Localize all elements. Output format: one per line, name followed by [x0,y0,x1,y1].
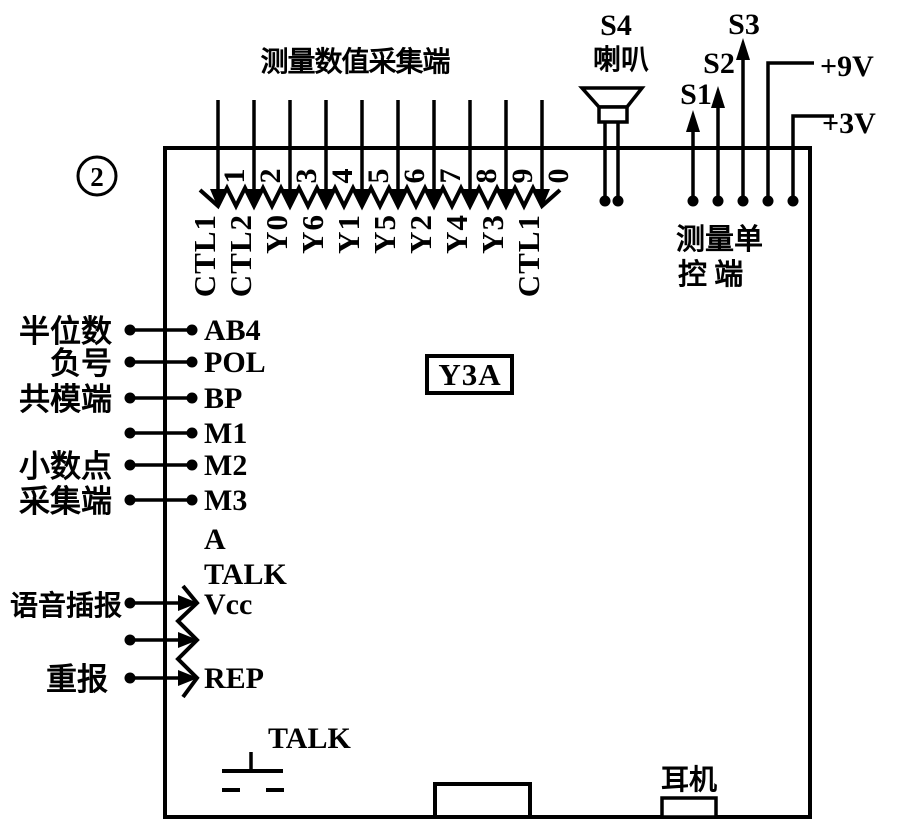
top-pin-label: Y6 [295,214,330,254]
voice-pin-lines [130,601,182,680]
figure-number: 2 [90,162,104,192]
bottom-connector [433,782,532,819]
earphone-label: 耳机 [661,764,717,796]
left-pin-dots [124,324,198,506]
top-pin-label: Y2 [403,214,438,254]
left-pin-label: M2 [204,449,247,482]
repeat-pin-label: REP [204,662,264,695]
top-pin-labels: CTL1 CTL2 Y0 Y6 Y1 Y5 Y2 Y4 Y3 CTL1 [187,214,546,297]
top-pin-number: 5 [362,169,395,184]
speaker-ref: S4 [600,9,632,42]
top-pin-label: CTL2 [223,214,258,297]
plus3v-label: +3V [822,107,876,140]
s3-label: S3 [728,8,760,41]
left-pin-label: BP [204,382,242,415]
speaker-label: 喇叭 [593,44,649,76]
top-pin-label: Y1 [331,214,366,254]
chip-label: Y3A [438,357,501,392]
left-cn-label: 共模端 [19,382,112,417]
voice-pin-label: Vcc [204,588,252,621]
left-pin-label-talk: TALK [204,558,287,591]
voice-pin-arrowheads [178,595,198,686]
power-dots [762,195,799,207]
left-pin-label: POL [204,346,266,379]
left-pin-lines [130,328,192,502]
top-pin-number: 8 [470,169,503,184]
control-dots [687,195,749,207]
left-cn-label: 负号 [50,346,112,381]
chip-label-box: Y3A [425,354,514,395]
plus9v-label: +9V [820,50,874,83]
top-pin-number: 1 [218,169,251,184]
top-pin-number: 0 [542,169,575,184]
top-bus-title: 测量数值采集端 [260,46,450,78]
meas-ctrl-caption-line2: 控 端 [678,258,743,291]
repeat-cn-label: 重报 [46,662,108,697]
s1-label: S1 [680,78,712,111]
speaker-icon [578,86,646,207]
left-pin-label: M3 [204,484,247,517]
figure-number-badge: 2 [76,155,118,197]
top-pin-number: 6 [398,169,431,184]
top-pin-number: 7 [434,169,467,184]
top-pin-number: 3 [290,169,323,184]
left-pin-label: M1 [204,417,247,450]
top-pin-number: 9 [506,169,539,184]
left-cn-label: 半位数 [19,314,112,349]
top-pin-label: Y3 [475,214,510,254]
control-arrowheads [686,38,750,132]
top-pin-lines [216,100,544,200]
left-pin-label: AB4 [204,314,261,347]
power-wires [766,61,834,199]
earphone-jack [660,796,718,819]
left-zigzag [175,584,200,699]
top-pin-label: CTL1 [187,214,222,297]
top-pin-label: Y4 [439,214,474,254]
top-pin-label: Y5 [367,214,402,254]
top-pin-label: Y0 [259,214,294,254]
s2-label: S2 [703,47,735,80]
left-cn-label: 小数点 [19,449,112,484]
voice-pin-dots [124,597,136,684]
top-zigzag [198,183,562,211]
meas-ctrl-caption-line1: 测量单 [676,223,763,256]
voice-cn-label: 语音插报 [10,589,122,622]
talk-switch-label: TALK [268,722,351,755]
top-pin-number: 4 [326,169,359,184]
talk-switch-icon [222,752,284,792]
top-pin-numbers: 1 2 3 4 5 6 7 8 9 0 [218,169,575,184]
top-pin-number: 2 [254,169,287,184]
left-cn-label: 采集端 [19,484,112,519]
top-pin-label: CTL1 [511,214,546,297]
left-pin-label-a: A [204,523,226,556]
